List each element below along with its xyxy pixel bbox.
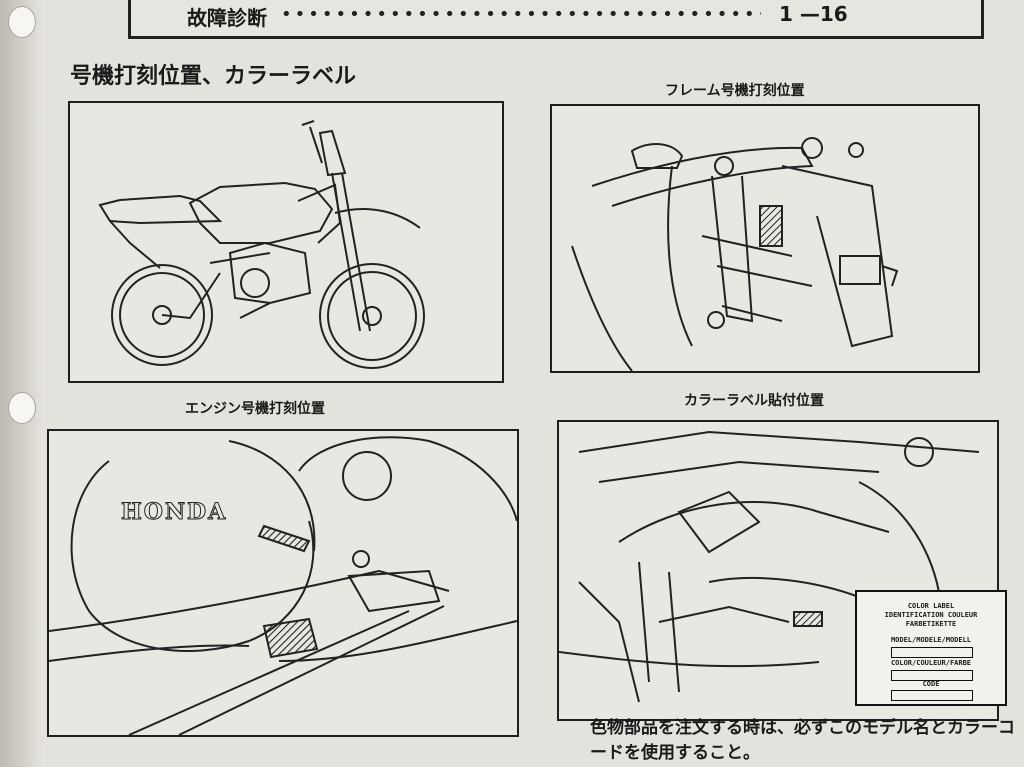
label-color-heading: COLOR/COULEUR/FARBE (890, 659, 972, 667)
label-subtitle-fr: IDENTIFICATION COULEUR (884, 611, 978, 619)
color-label-caption: カラーラベル貼付位置 (684, 393, 824, 409)
frame-number-panel (550, 104, 980, 373)
color-field (891, 670, 973, 681)
ordering-note-line1: 色物部品を注文する時は、必ずこのモデル名とカラーコ (590, 718, 1015, 738)
engine-number-panel: HONDA (47, 429, 519, 737)
code-field (891, 690, 973, 701)
honda-logo: HONDA (121, 499, 227, 525)
page-number: 1 —16 (779, 2, 848, 26)
punch-hole-bottom (8, 392, 36, 424)
color-label-illustration (559, 430, 980, 703)
page-header: 故障診断 •••••••••••••••••••••••••••••••••••… (128, 0, 984, 39)
color-label-panel (557, 420, 999, 721)
color-label-tag: COLOR LABEL IDENTIFICATION COULEUR FARBE… (855, 590, 1007, 706)
motorcycle-illustration (98, 120, 425, 369)
engine-number-caption: エンジン号機打刻位置 (185, 401, 325, 417)
label-code-heading: CODE (922, 680, 940, 688)
label-model-heading: MODEL/MODELE/MODELL (890, 636, 972, 644)
model-field (891, 647, 973, 658)
motorcycle-overview-panel (68, 101, 504, 383)
punch-hole-top (8, 6, 36, 38)
leader-dots: ••••••••••••••••••••••••••••••••••••••••… (281, 4, 761, 25)
engine-illustration: HONDA (49, 436, 517, 735)
ordering-note-line2: ードを使用すること。 (590, 743, 760, 763)
label-subtitle-de: FARBETIKETTE (905, 620, 957, 628)
ordering-note: 色物部品を注文する時は、必ずこのモデル名とカラーコ ードを使用すること。 (590, 716, 1015, 766)
label-title: COLOR LABEL (907, 602, 955, 610)
frame-number-caption: フレーム号機打刻位置 (665, 83, 805, 99)
frame-illustration (571, 137, 899, 371)
binder-edge (0, 0, 42, 767)
chapter-title: 故障診断 (187, 6, 267, 30)
section-title: 号機打刻位置、カラーラベル (70, 64, 357, 89)
